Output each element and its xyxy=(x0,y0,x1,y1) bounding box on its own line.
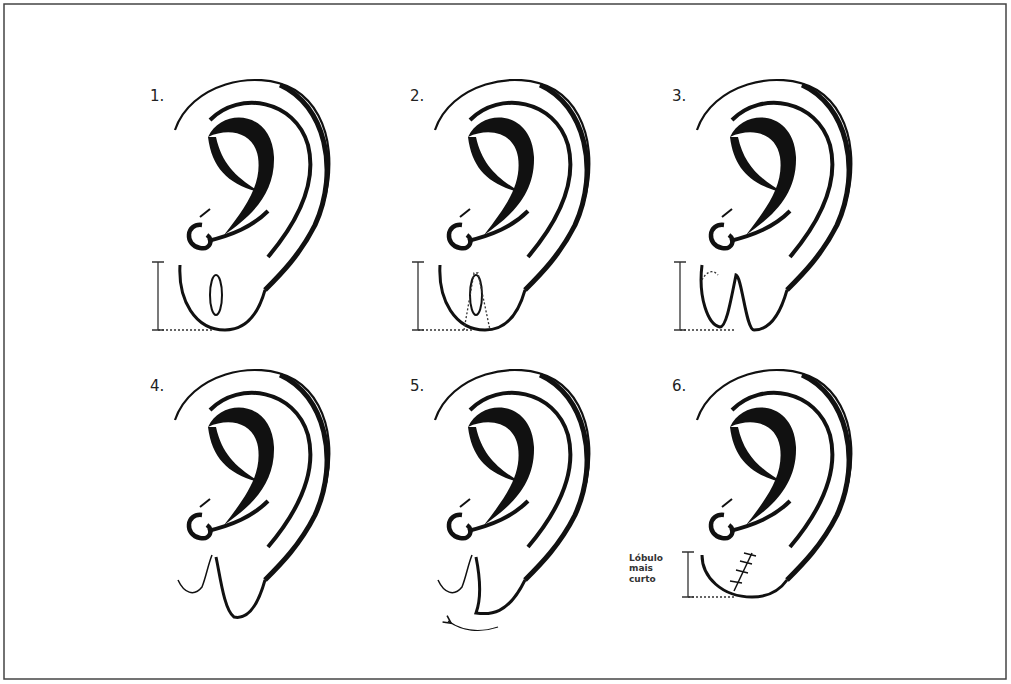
step-number: 3. xyxy=(672,87,686,105)
step-number: 4. xyxy=(150,377,164,395)
step-number: 5. xyxy=(410,377,424,395)
step-number: 2. xyxy=(410,87,424,105)
step-number: 1. xyxy=(150,87,164,105)
step-number: 6. xyxy=(672,377,686,395)
lobe-label: Lóbulo mais curto xyxy=(629,553,679,584)
